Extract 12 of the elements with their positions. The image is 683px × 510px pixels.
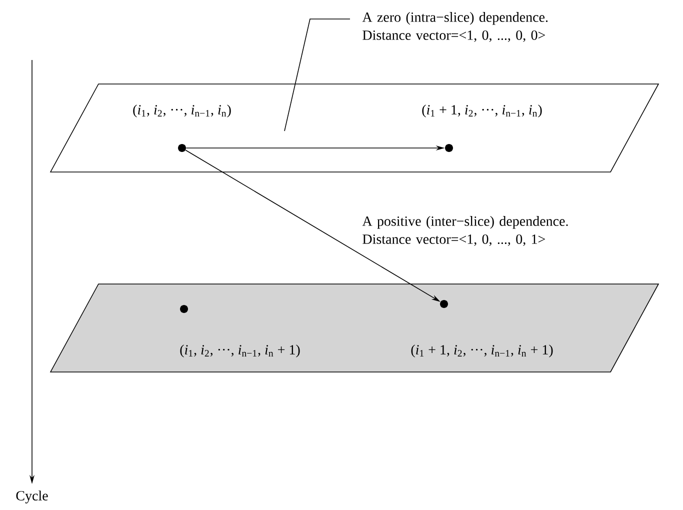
annotation-text: A positive (inter−slice) dependence. Distance vector=<1, 0, ..., 0, 1> bbox=[362, 216, 568, 246]
coordinate-label: (i$_{1}$, i$_{2}$, ···, i$_{n−1}$, i$_{n}$) bbox=[133, 104, 231, 118]
annotation-text: A zero (intra−slice) dependence. Distance vector=<1, 0, ..., 0, 0> bbox=[362, 12, 548, 42]
dot bbox=[180, 305, 188, 313]
coordinate-label: (i$_{1}$, i$_{2}$, ···, i$_{n−1}$, i$_{n}$ + 1) bbox=[180, 344, 300, 358]
coordinate-label: (i$_{1}$ + 1, i$_{2}$, ···, i$_{n−1}$, i$_{n}$) bbox=[422, 104, 542, 118]
dot bbox=[178, 144, 186, 152]
axis-label: Cycle bbox=[16, 490, 48, 504]
dot bbox=[440, 300, 448, 308]
coordinate-label: (i$_{1}$ + 1, i$_{2}$, ···, i$_{n−1}$, i$_{n}$ + 1) bbox=[411, 344, 553, 358]
dot bbox=[445, 144, 453, 152]
leader-line bbox=[284, 18, 350, 132]
